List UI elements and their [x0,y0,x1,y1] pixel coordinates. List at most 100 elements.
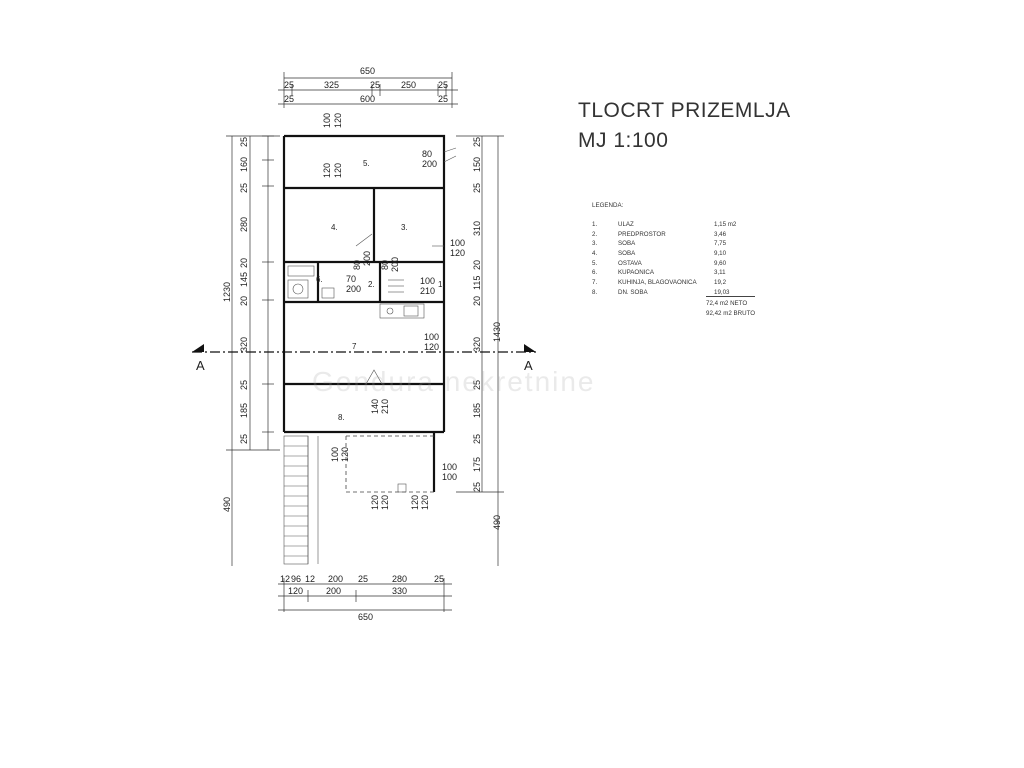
legend-num: 4. [592,250,598,258]
dim-left-p6: 145 [239,272,249,287]
dim-right-lower: 490 [492,515,502,530]
dim-bottom-p6: 280 [392,574,407,584]
legend-row: 7. KUHINJA, BLAGOVAONICA 19,2 [592,279,764,289]
dim-right-p12: 175 [472,457,482,472]
walls [282,134,446,492]
dim-left-p9: 25 [239,380,249,390]
dim-left-total: 1230 [222,282,232,302]
dim-left-p1: 25 [239,137,249,147]
legend-label: SOBA [618,240,636,248]
dim-left-lower: 490 [222,497,232,512]
dim-bottom-p5: 25 [358,574,368,584]
dim-bottom-inner-2: 200 [326,586,341,596]
legend-row: 5. OSTAVA 9,60 [592,260,764,270]
dim-bottom-inner-3: 330 [392,586,407,596]
opening-9-width: 100 [424,332,439,342]
section-line: A A [192,344,536,373]
dim-left-p2: 160 [239,157,249,172]
legend-totals: 72,4 m2 NETO 92,42 m2 BRUTO [706,296,756,318]
dim-top-part-4: 250 [401,80,416,90]
plan-title: TLOCRT PRIZEMLJA MJ 1:100 [578,96,791,156]
dim-bottom-p3: 12 [305,574,315,584]
opening-7-height: 200 [346,284,361,294]
plan-details [283,147,457,565]
legend-label: KUPAONICA [618,269,654,277]
legend-num: 1. [592,221,598,228]
dim-left-p3: 25 [239,183,249,193]
dim-right-total: 1430 [492,322,502,342]
top-dimensions: 650 25 325 25 250 25 25 600 25 [278,66,458,108]
dim-bottom-p1: 12 [280,574,290,584]
dim-top-inner-2: 600 [360,94,375,104]
opening-1-height: 120 [333,113,343,128]
opening-3-height: 120 [333,163,343,178]
dim-top-inner-3: 25 [438,94,448,104]
dim-top-part-3: 25 [370,80,380,90]
legend-num: 7. [592,279,598,287]
opening-8-width: 100 [420,276,435,286]
watermark: Gondura nekretnine [312,366,596,397]
opening-6-height: 200 [390,257,400,272]
dim-right-p5: 20 [472,260,482,270]
bottom-dimensions: 12 96 12 200 25 280 25 120 200 330 650 [278,574,452,622]
room-label-7: 7 [352,342,357,351]
legend-num: 5. [592,259,598,267]
room-label-4: 4. [331,223,338,232]
legend-heading: LEGENDA: [592,202,624,209]
dim-right-p1: 25 [472,137,482,147]
dim-right-p2: 150 [472,157,482,172]
legend-row: 4. SOBA 9,10 [592,250,764,260]
dim-bottom-p2: 96 [291,574,301,584]
legend-value: 9,10 [714,250,727,258]
legend-value: 19,2 [714,279,727,287]
dim-right-p11: 25 [472,434,482,444]
legend-label: OSTAVA [618,259,642,267]
dim-top-inner-1: 25 [284,94,294,104]
room-label-6: 6. [316,275,323,284]
dim-bottom-p7: 25 [434,574,444,584]
opening-14-width: 120 [410,495,420,510]
legend-value: 9,60 [714,259,727,267]
dim-right-p7: 20 [472,296,482,306]
dim-top-part-2: 325 [324,80,339,90]
opening-2-height: 200 [422,159,437,169]
legend-label: PREDPROSTOR [618,230,666,238]
legend-total-net: 72,4 m2 NETO [706,300,748,307]
dim-right-p10: 185 [472,403,482,418]
legend-value: 7,75 [714,240,727,248]
dim-right-p6: 115 [472,276,482,290]
left-dimensions: 1230 490 25 160 25 280 20 145 20 320 25 … [222,135,280,566]
dim-right-p13: 25 [472,482,482,492]
opening-13-height: 120 [380,495,390,510]
room-label-3: 3. [401,223,408,232]
legend-total-gross: 92,42 m2 BRUTO [706,309,756,317]
opening-4-height: 120 [450,248,465,258]
right-dimensions: 1430 490 25 150 25 310 20 115 20 320 25 … [456,135,504,566]
legend-num: 3. [592,240,598,248]
opening-10-width: 140 [370,399,380,414]
room-label-8: 8. [338,413,345,422]
opening-5-width: 80 [352,260,362,270]
section-mark-left: A [196,358,205,373]
dim-left-p10: 185 [239,403,249,418]
legend-label: SOBA [618,250,636,258]
legend-value: 3,46 [714,230,727,238]
room-label-1: 1. [438,280,445,289]
dim-right-p9: 25 [472,380,482,390]
dim-bottom-inner-1: 120 [288,586,303,596]
dim-left-p4: 280 [239,217,249,232]
dim-right-p3: 25 [472,183,482,193]
dim-top-part-1: 25 [284,80,294,90]
dim-right-p4: 310 [472,221,482,236]
legend-label: KUHINJA, BLAGOVAONICA [618,279,697,287]
opening-4-width: 100 [450,238,465,248]
opening-12-height: 100 [442,472,457,482]
dim-bottom-p4: 200 [328,574,343,584]
opening-5-height: 200 [362,251,372,266]
opening-12-width: 100 [442,462,457,472]
legend-value: 19,03 [714,288,730,296]
